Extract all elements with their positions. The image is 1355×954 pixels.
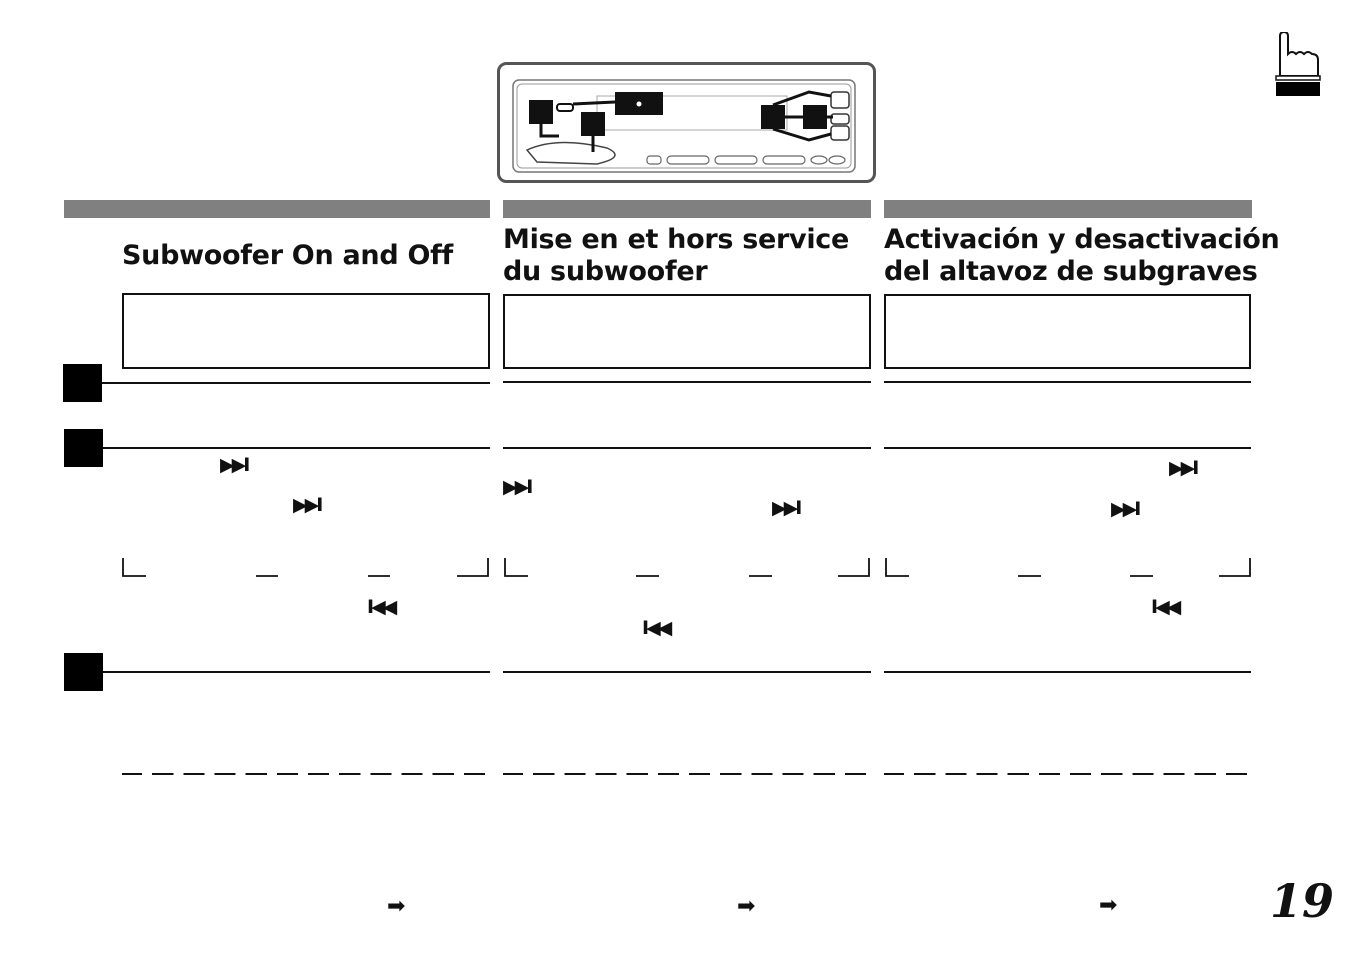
note-box-es xyxy=(884,294,1251,369)
step-2-marker xyxy=(64,429,103,467)
pointing-hand-icon xyxy=(1275,32,1321,96)
continue-arrow-icon: ➡ xyxy=(1099,893,1118,918)
previous-track-icon: I◀◀ xyxy=(367,596,397,618)
page-title-en: Subwoofer On and Off xyxy=(122,240,453,271)
page-number: 19 xyxy=(1270,874,1335,928)
title-line-2: du subwoofer xyxy=(503,256,708,287)
next-track-icon: ▶▶I xyxy=(220,454,250,476)
mode-cycle-diagram-fr xyxy=(504,558,870,577)
dashed-separator-fr xyxy=(503,773,871,775)
section-bar-es xyxy=(884,200,1252,218)
continue-arrow-icon: ➡ xyxy=(387,894,406,919)
next-track-icon: ▶▶I xyxy=(503,476,533,498)
dashed-separator-en xyxy=(122,773,490,775)
next-track-icon: ▶▶I xyxy=(1169,457,1199,479)
step-2-rule-es xyxy=(884,447,1251,449)
step-2-rule-fr xyxy=(503,447,871,449)
step-1-marker xyxy=(63,364,102,402)
title-line-2: del altavoz de subgraves xyxy=(884,256,1258,287)
step-1-rule-en xyxy=(102,382,490,384)
page-title-es: Activación y desactivación del altavoz d… xyxy=(884,224,1280,288)
next-track-icon: ▶▶I xyxy=(1111,498,1141,520)
note-box-fr xyxy=(503,294,871,369)
step-1-rule-fr xyxy=(503,381,871,383)
step-1-rule-es xyxy=(884,381,1251,383)
step-3-rule-es xyxy=(884,671,1251,673)
previous-track-icon: I◀◀ xyxy=(1151,596,1181,618)
mode-cycle-diagram-en xyxy=(122,558,489,577)
step-3-rule-fr xyxy=(503,671,871,673)
previous-track-icon: I◀◀ xyxy=(642,617,672,639)
dashed-separator-es xyxy=(884,773,1252,775)
mode-cycle-diagram-es xyxy=(885,558,1251,577)
page-title-fr: Mise en et hors service du subwoofer xyxy=(503,224,849,288)
next-track-icon: ▶▶I xyxy=(772,497,802,519)
section-bar-fr xyxy=(503,200,871,218)
title-line-1: Activación y desactivación xyxy=(884,224,1280,255)
note-box-en xyxy=(122,293,490,369)
continue-arrow-icon: ➡ xyxy=(737,894,756,919)
head-unit-illustration xyxy=(497,62,876,183)
step-3-rule-en xyxy=(103,671,490,673)
step-2-rule-en xyxy=(103,447,490,449)
section-bar-en xyxy=(64,200,490,218)
step-3-marker xyxy=(64,653,103,691)
next-track-icon: ▶▶I xyxy=(293,494,323,516)
title-line-1: Mise en et hors service xyxy=(503,224,849,255)
